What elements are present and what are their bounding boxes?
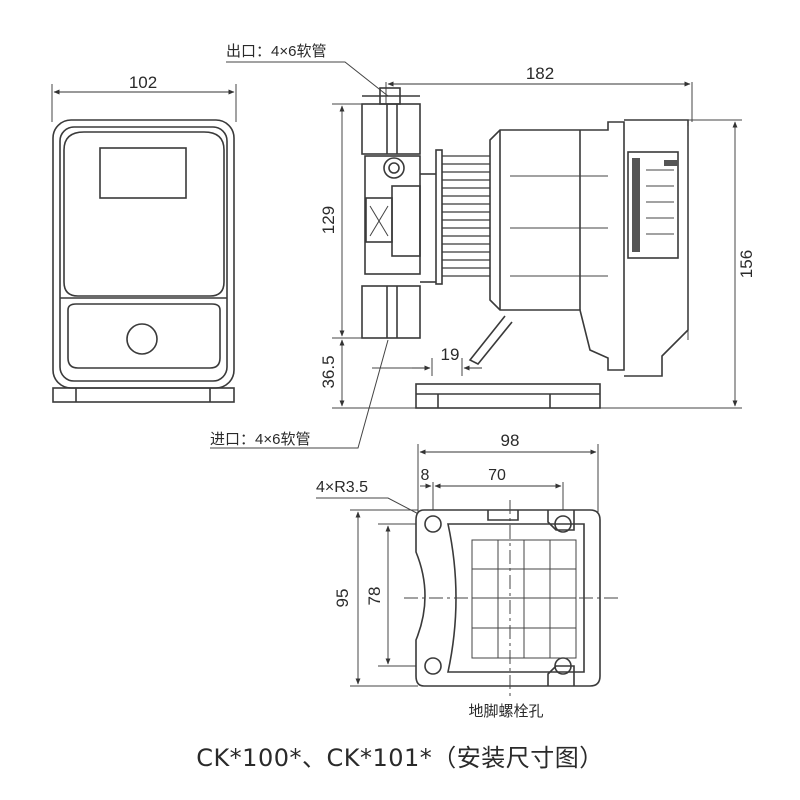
bolt-hole (424, 657, 442, 675)
hole-offset-dim: 8 (421, 467, 430, 484)
side-view: 出口：4×6软管 182 156 1 (210, 43, 756, 449)
front-view: 102 (51, 73, 237, 403)
pump-housing-front (52, 119, 235, 389)
motor-housing (489, 121, 625, 371)
base-view: 98 8 70 4×R3.5 95 78 (316, 431, 618, 720)
drawing-title: CK*100*、CK*101*（安装尺寸图） (196, 744, 604, 772)
base-caption: 地脚螺栓孔 (468, 703, 543, 720)
height-dim: 156 (737, 250, 756, 278)
inlet-label: 进口：4×6软管 (210, 431, 310, 448)
valve-span-dim: 129 (319, 206, 338, 234)
front-width-dim: 102 (129, 73, 157, 92)
inlet-height-dim: 36.5 (319, 355, 338, 388)
heat-sink (442, 155, 490, 277)
hole-spacing-x-dim: 70 (488, 467, 506, 484)
outlet-label: 出口：4×6软管 (226, 43, 326, 60)
bolt-hole (554, 515, 572, 533)
nameplate (627, 151, 679, 259)
hole-radius-label: 4×R3.5 (316, 479, 368, 496)
base-width-dim: 98 (501, 431, 520, 450)
offset-dim: 19 (441, 345, 460, 364)
control-knob (126, 323, 158, 355)
hole-spacing-y-dim: 78 (365, 587, 384, 606)
bolt-hole (424, 515, 442, 533)
base-depth-dim: 95 (333, 589, 352, 608)
display-window (99, 147, 187, 199)
length-dim: 182 (526, 64, 554, 83)
